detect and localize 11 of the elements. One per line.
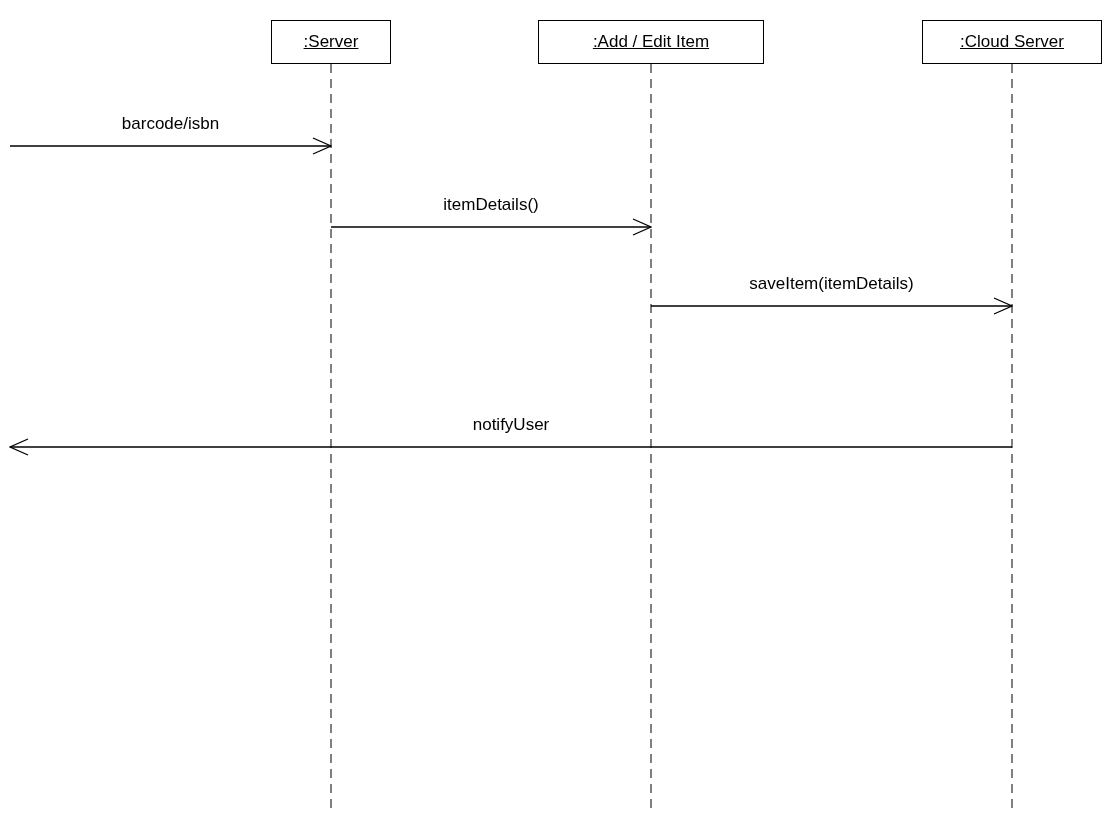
message-arrow bbox=[9, 137, 332, 155]
object-name: :Server bbox=[303, 32, 359, 52]
message-label: barcode/isbn bbox=[121, 114, 220, 134]
message-label: notifyUser bbox=[472, 415, 550, 435]
object-name: :Add / Edit Item bbox=[592, 32, 710, 52]
message-label: itemDetails() bbox=[443, 195, 539, 215]
message-arrow bbox=[650, 297, 1013, 315]
message-arrow bbox=[330, 218, 652, 236]
object-name: :Cloud Server bbox=[960, 32, 1064, 52]
message-label: saveItem(itemDetails) bbox=[749, 274, 914, 294]
message-arrow bbox=[9, 438, 1013, 456]
